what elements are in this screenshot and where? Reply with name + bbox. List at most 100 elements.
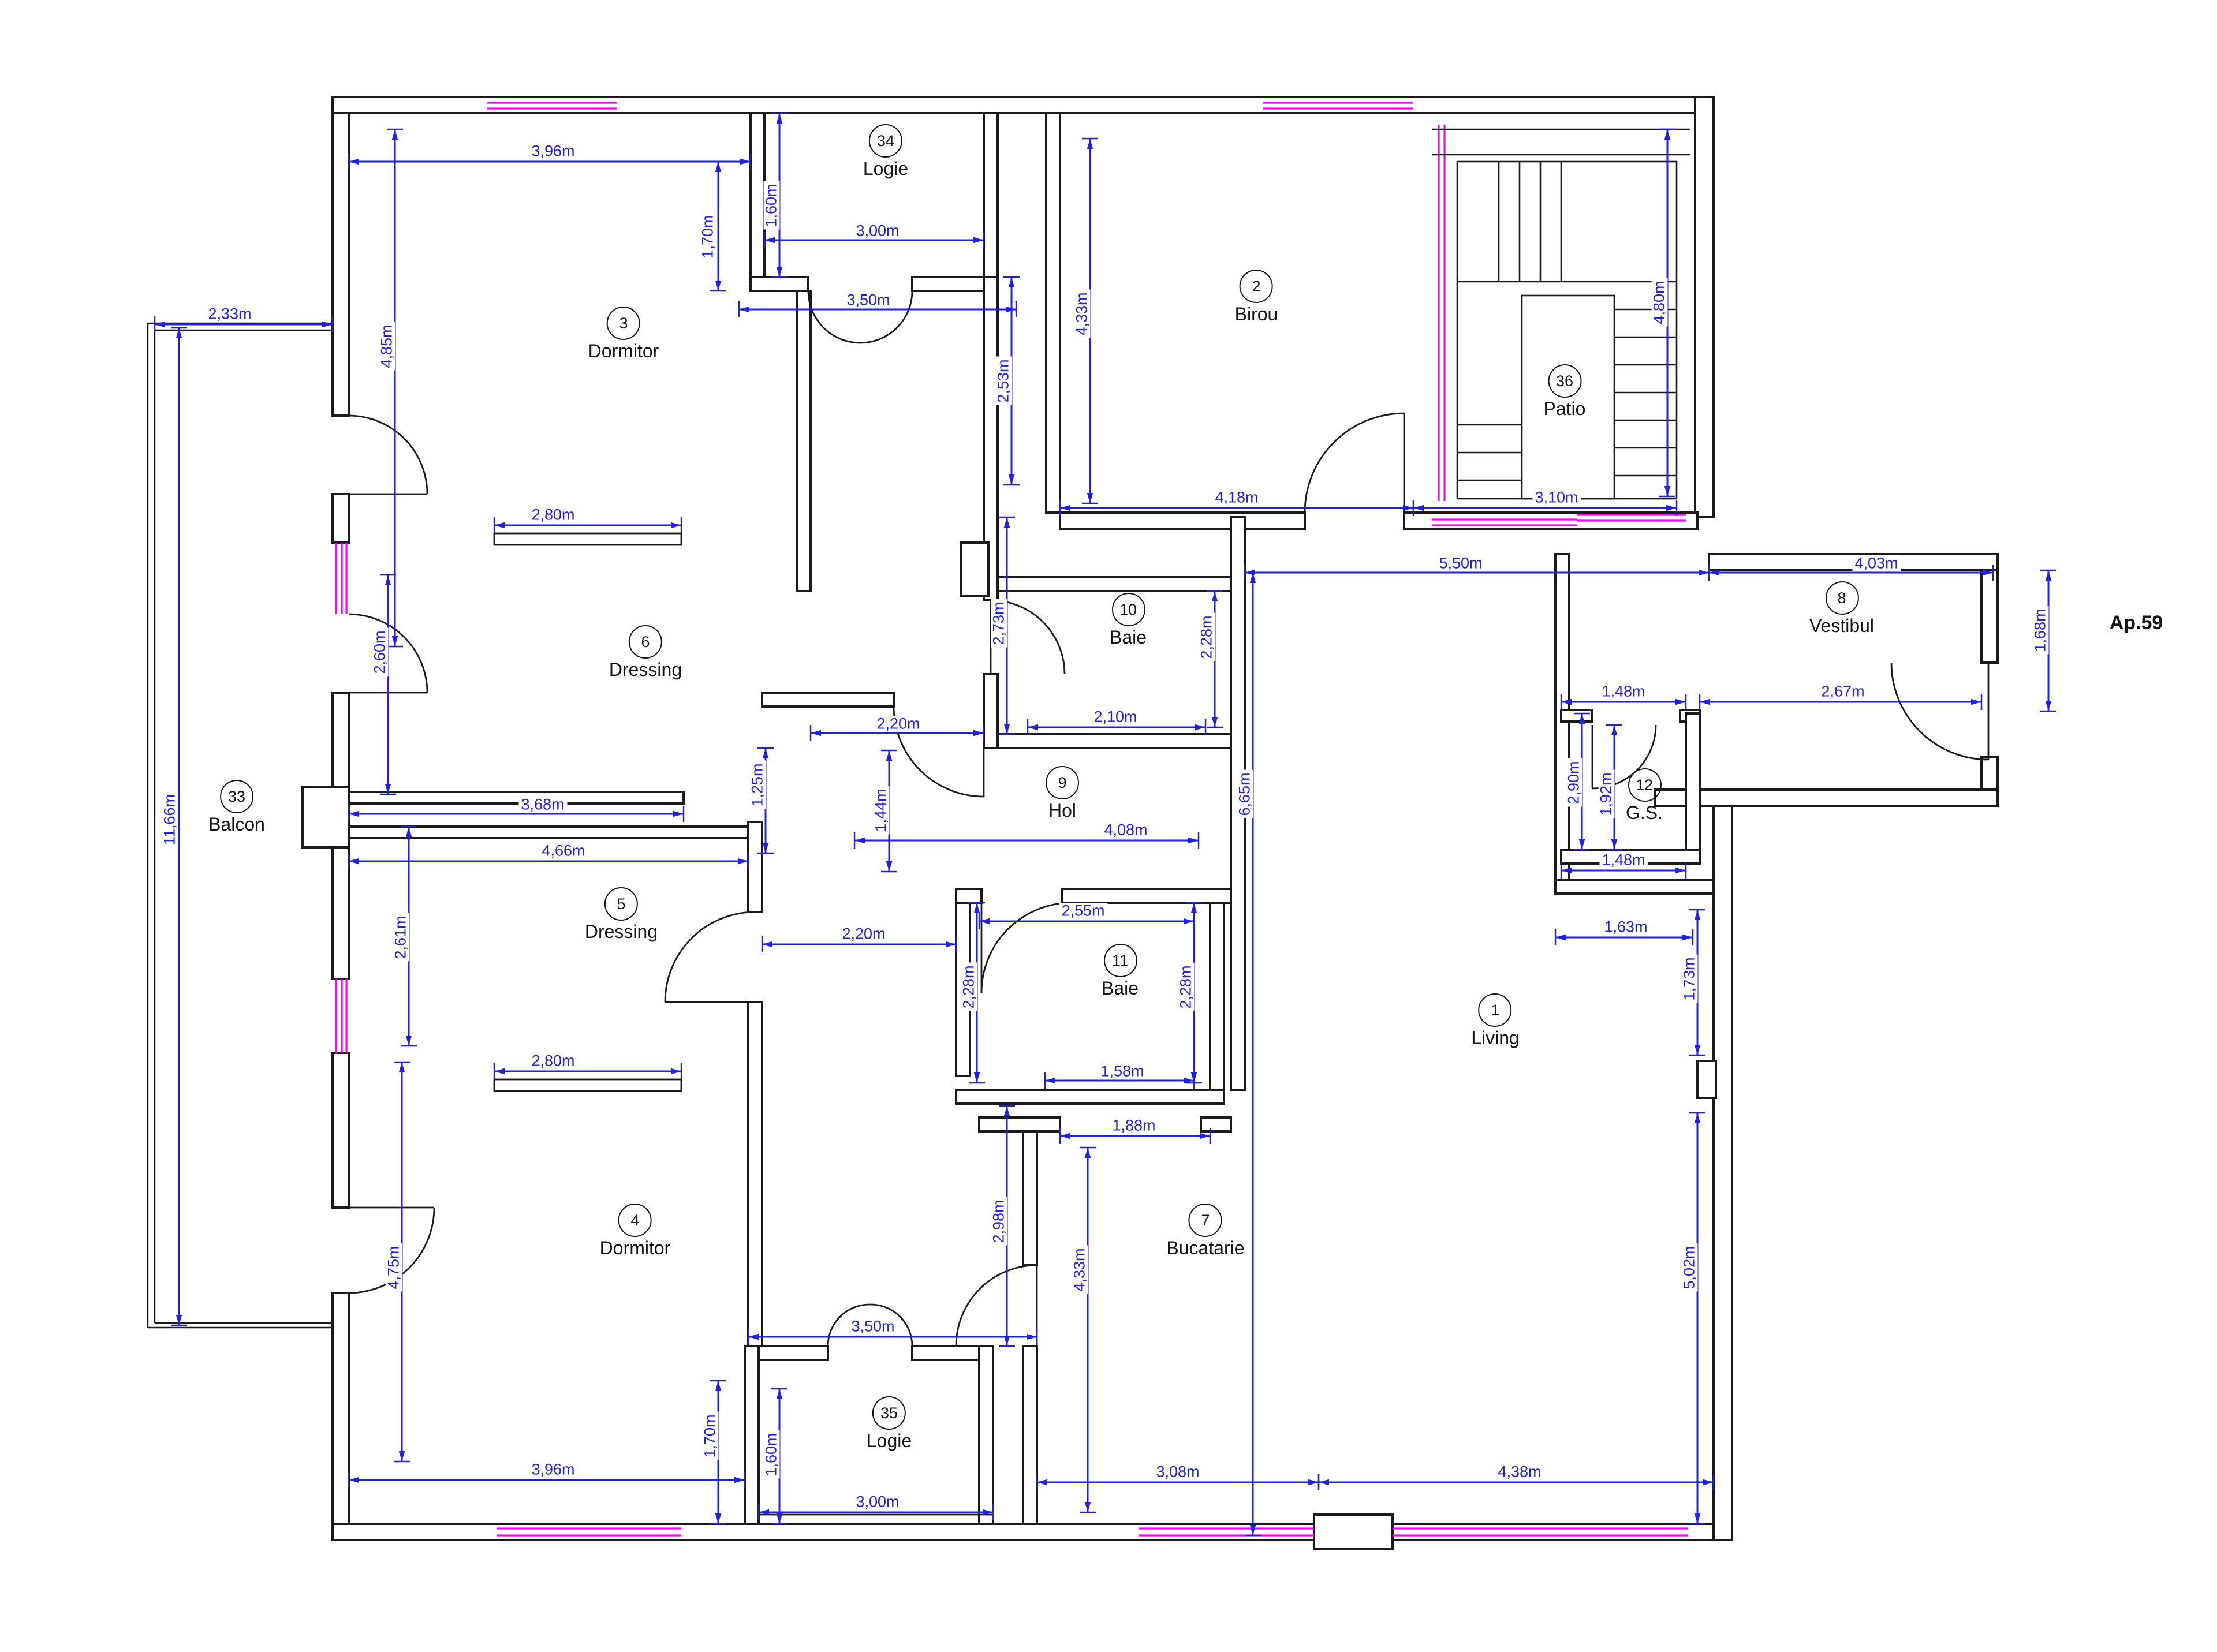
room-name: Living (1471, 1029, 1520, 1049)
dimension-label: 2,98m (990, 1197, 1007, 1246)
dimension-label: 2,60m (371, 628, 389, 677)
dimension-label: 3,00m (853, 223, 902, 239)
dimension-label: 1,60m (763, 181, 780, 230)
dimension-label: 2,67m (1819, 683, 1867, 700)
room-name: Dormitor (588, 342, 659, 362)
dimension-label: 4,75m (385, 1243, 402, 1292)
dimension-label: 2,28m (1198, 613, 1215, 661)
room-number-badge: 2 (1239, 270, 1273, 303)
room-name: Vestibul (1809, 617, 1875, 637)
dimension-label: 3,08m (1154, 1464, 1202, 1480)
room-name: G.S. (1625, 804, 1663, 824)
room-name: Baie (1109, 629, 1147, 648)
dimension-label: 1,48m (1599, 683, 1648, 700)
dimension-label: 2,53m (995, 357, 1012, 405)
dimension-label: 3,68m (518, 797, 567, 813)
dimension-label: 4,03m (1852, 555, 1901, 571)
dimension-label: 2,61m (392, 913, 409, 962)
dimension-label: 6,65m (1236, 770, 1253, 818)
dimension-label: 3,96m (529, 143, 577, 159)
dimension-label: 2,10m (1091, 709, 1140, 725)
walls (301, 96, 1999, 1550)
dimension-label: 11,66m (161, 791, 178, 848)
dimension-label: 1,44m (872, 786, 890, 835)
room-number-badge: 1 (1479, 993, 1512, 1027)
dimension-label: 1,48m (1599, 852, 1648, 868)
dimension-label: 1,68m (2032, 606, 2049, 655)
dimension-label: 4,80m (1651, 278, 1668, 327)
room-name: Balcon (208, 816, 265, 835)
dimension-label: 3,10m (1532, 489, 1581, 506)
dimension-label: 1,58m (1098, 1063, 1147, 1079)
room-number-badge: 9 (1046, 766, 1079, 799)
room-number-badge: 36 (1548, 364, 1581, 398)
room-name: Hol (1048, 802, 1076, 821)
room-name: Dressing (609, 661, 682, 681)
dimension-label: 2,80m (529, 507, 577, 523)
room-name: Baie (1101, 980, 1139, 999)
room-number-badge: 12 (1627, 768, 1661, 802)
dimension-label: 2,90m (1565, 758, 1582, 807)
dimension-label: 5,50m (1436, 555, 1485, 571)
room-number-badge: 10 (1111, 593, 1145, 626)
balcony-railing (147, 322, 333, 1329)
dimension-label: 1,70m (701, 1412, 719, 1460)
dimension-label: 4,18m (1212, 489, 1261, 506)
dimension-label: 1,88m (1110, 1117, 1158, 1134)
room-number-badge: 11 (1103, 944, 1137, 977)
dimension-label: 2,28m (960, 963, 977, 1011)
dimension-label: 4,85m (378, 322, 395, 371)
room-number-badge: 8 (1824, 581, 1858, 615)
room-number-badge: 7 (1189, 1204, 1222, 1237)
dimension-label: 3,50m (844, 292, 893, 308)
dimension-label: 4,33m (1073, 290, 1091, 338)
dimension-label: 2,20m (839, 926, 888, 942)
room-name: Patio (1543, 400, 1586, 420)
dimension-label: 5,02m (1681, 1243, 1698, 1292)
dimension-label: 3,50m (849, 1318, 897, 1335)
room-number-badge: 6 (628, 625, 662, 659)
dimension-label: 1,25m (749, 761, 766, 809)
room-name: Dormitor (599, 1239, 671, 1259)
dimension-label: 1,63m (1602, 919, 1650, 935)
dimension-label: 1,70m (699, 212, 716, 261)
dimension-label: 2,73m (990, 599, 1007, 648)
dimension-label: 2,28m (1177, 963, 1195, 1011)
room-name: Logie (866, 1432, 912, 1452)
dimension-label: 2,33m (206, 306, 254, 322)
dimension-label: 3,00m (853, 1494, 902, 1510)
dimension-label: 4,08m (1102, 822, 1150, 838)
closets (493, 532, 993, 1516)
dimension-label: 4,33m (1071, 1246, 1088, 1294)
dimension-label: 1,60m (763, 1430, 780, 1479)
room-name: Dressing (584, 923, 658, 943)
room-number-badge: 33 (219, 780, 253, 813)
windows (335, 102, 1688, 1537)
dimension-label: 2,55m (1059, 903, 1107, 919)
room-number-badge: 35 (872, 1396, 906, 1430)
dimension-label: 4,38m (1495, 1464, 1544, 1480)
room-name: Logie (863, 160, 909, 180)
room-number-badge: 5 (604, 887, 638, 921)
room-name: Birou (1234, 305, 1278, 325)
room-number-badge: 4 (618, 1204, 652, 1237)
